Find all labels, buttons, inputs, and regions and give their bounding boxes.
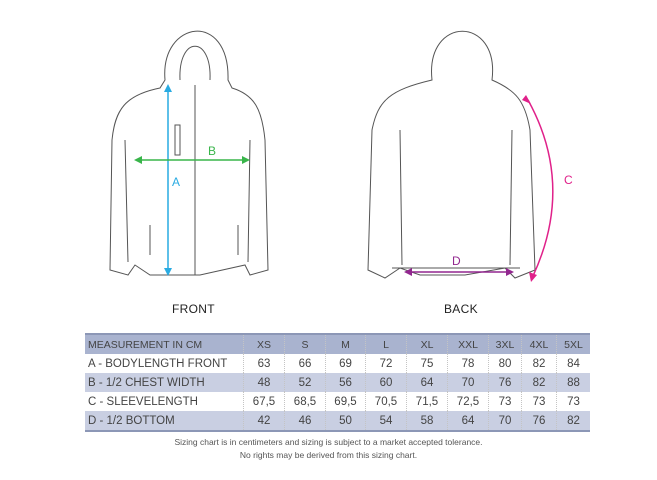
- header-size: 4XL: [521, 334, 557, 354]
- size-value: 78: [447, 354, 489, 373]
- size-value: 60: [365, 373, 407, 392]
- size-value: 84: [556, 354, 590, 373]
- note-tolerance: Sizing chart is in centimeters and sizin…: [174, 437, 483, 447]
- size-value: 73: [488, 392, 522, 411]
- measurement-label: B - 1/2 CHEST WIDTH: [85, 373, 244, 392]
- size-value: 64: [447, 411, 489, 431]
- header-size: 5XL: [556, 334, 590, 354]
- measurement-label: A - BODYLENGTH FRONT: [88, 357, 228, 370]
- size-value: 73: [521, 392, 557, 411]
- size-value: 48: [243, 373, 285, 392]
- size-value: 71,5: [406, 392, 448, 411]
- size-value: 67,5: [243, 392, 285, 411]
- back-jacket-drawing: [367, 30, 536, 279]
- header-size: S: [284, 334, 326, 354]
- size-value: 54: [365, 411, 407, 431]
- size-value: 46: [284, 411, 326, 431]
- jacket-drawings: A B C D: [109, 30, 573, 282]
- size-table: MEASUREMENT IN CM XS S M L XL XXL 3XL 4X…: [85, 333, 590, 432]
- header-size: L: [365, 334, 407, 354]
- header-size: M: [325, 334, 366, 354]
- size-value: 68,5: [284, 392, 326, 411]
- size-value: 72: [365, 354, 407, 373]
- header-measurement: MEASUREMENT IN CM: [85, 334, 244, 354]
- size-value: 82: [556, 411, 590, 431]
- size-value: 56: [325, 373, 366, 392]
- size-value: 72,5: [447, 392, 489, 411]
- size-value: 70: [447, 373, 489, 392]
- size-value: 69: [325, 354, 366, 373]
- measurement-label: D - 1/2 BOTTOM: [85, 411, 244, 431]
- note-rights: No rights may be derived from this sizin…: [239, 450, 418, 460]
- measure-b-arrow: [134, 156, 250, 164]
- measure-c-arrow: [522, 95, 554, 282]
- size-value: 63: [243, 354, 285, 373]
- size-value: 76: [521, 411, 557, 431]
- size-value: 82: [521, 354, 557, 373]
- size-value: 80: [488, 354, 522, 373]
- header-size: XL: [406, 334, 448, 354]
- front-jacket-drawing: [109, 30, 269, 276]
- size-value: 42: [243, 411, 285, 431]
- measure-a-arrow: [164, 84, 172, 276]
- marker-c: C: [564, 173, 573, 187]
- size-value: 50: [325, 411, 366, 431]
- size-value: 76: [488, 373, 522, 392]
- size-value: 75: [406, 354, 448, 373]
- measurement-label: C - SLEEVELENGTH: [88, 395, 198, 408]
- size-value: 82: [521, 373, 557, 392]
- table-header-row: MEASUREMENT IN CM XS S M L XL XXL 3XL 4X…: [85, 334, 590, 354]
- back-label: BACK: [444, 302, 478, 316]
- front-label: FRONT: [172, 302, 215, 316]
- header-size: 3XL: [488, 334, 522, 354]
- size-value: 88: [556, 373, 590, 392]
- size-value: 70: [488, 411, 522, 431]
- header-size: XS: [243, 334, 285, 354]
- marker-b: B: [208, 144, 216, 158]
- size-value: 52: [284, 373, 326, 392]
- marker-d: D: [452, 254, 461, 268]
- marker-a: A: [172, 175, 180, 189]
- header-size: XXL: [447, 334, 489, 354]
- size-value: 69,5: [325, 392, 366, 411]
- size-value: 64: [406, 373, 448, 392]
- size-value: 73: [556, 392, 590, 411]
- size-value: 66: [284, 354, 326, 373]
- size-value: 70,5: [365, 392, 407, 411]
- size-value: 58: [406, 411, 448, 431]
- measure-d-arrow: [404, 268, 514, 276]
